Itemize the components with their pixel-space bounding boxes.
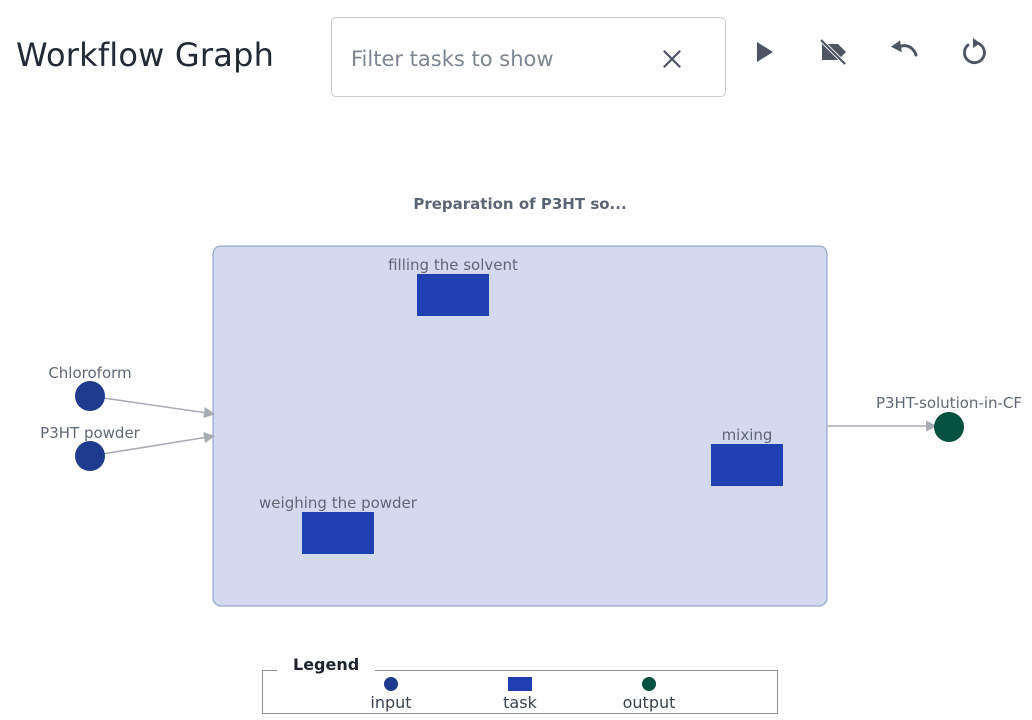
close-icon[interactable] <box>659 46 685 72</box>
input-label: P3HT powder <box>40 424 141 442</box>
output-circle-icon <box>642 677 656 691</box>
legend-item-task: task <box>490 676 550 712</box>
legend-label: output <box>622 693 676 712</box>
legend-label: input <box>370 693 412 712</box>
input-node[interactable] <box>75 441 105 471</box>
task-rect-icon <box>508 677 532 691</box>
filter-input[interactable] <box>351 44 651 74</box>
legend-title: Legend <box>277 655 376 674</box>
undo-icon[interactable] <box>888 36 920 68</box>
filter-box <box>331 17 726 97</box>
workflow-graph: Preparation of P3HT so... Chloroform P3H… <box>40 195 1022 607</box>
input-label: Chloroform <box>48 364 131 382</box>
label-off-icon[interactable] <box>818 36 850 68</box>
legend-label: task <box>503 693 537 712</box>
edge-p3ht-workflow <box>89 432 216 457</box>
play-icon[interactable] <box>750 36 782 68</box>
output-label: P3HT-solution-in-CF <box>876 394 1022 412</box>
task-label: weighing the powder <box>259 494 418 512</box>
output-node[interactable] <box>934 412 964 442</box>
workflow-title: Preparation of P3HT so... <box>413 195 626 213</box>
input-circle-icon <box>384 677 398 691</box>
edge-chloroform-workflow <box>89 395 216 419</box>
task-node[interactable] <box>711 444 783 486</box>
task-node[interactable] <box>417 274 489 316</box>
input-node[interactable] <box>75 381 105 411</box>
legend <box>262 670 778 714</box>
reset-icon[interactable] <box>958 36 990 68</box>
legend-item-input: input <box>362 676 420 712</box>
task-node[interactable] <box>302 512 374 554</box>
legend-item-output: output <box>618 676 680 712</box>
task-label: filling the solvent <box>388 256 518 274</box>
task-label: mixing <box>722 426 773 444</box>
page-title: Workflow Graph <box>16 36 275 74</box>
